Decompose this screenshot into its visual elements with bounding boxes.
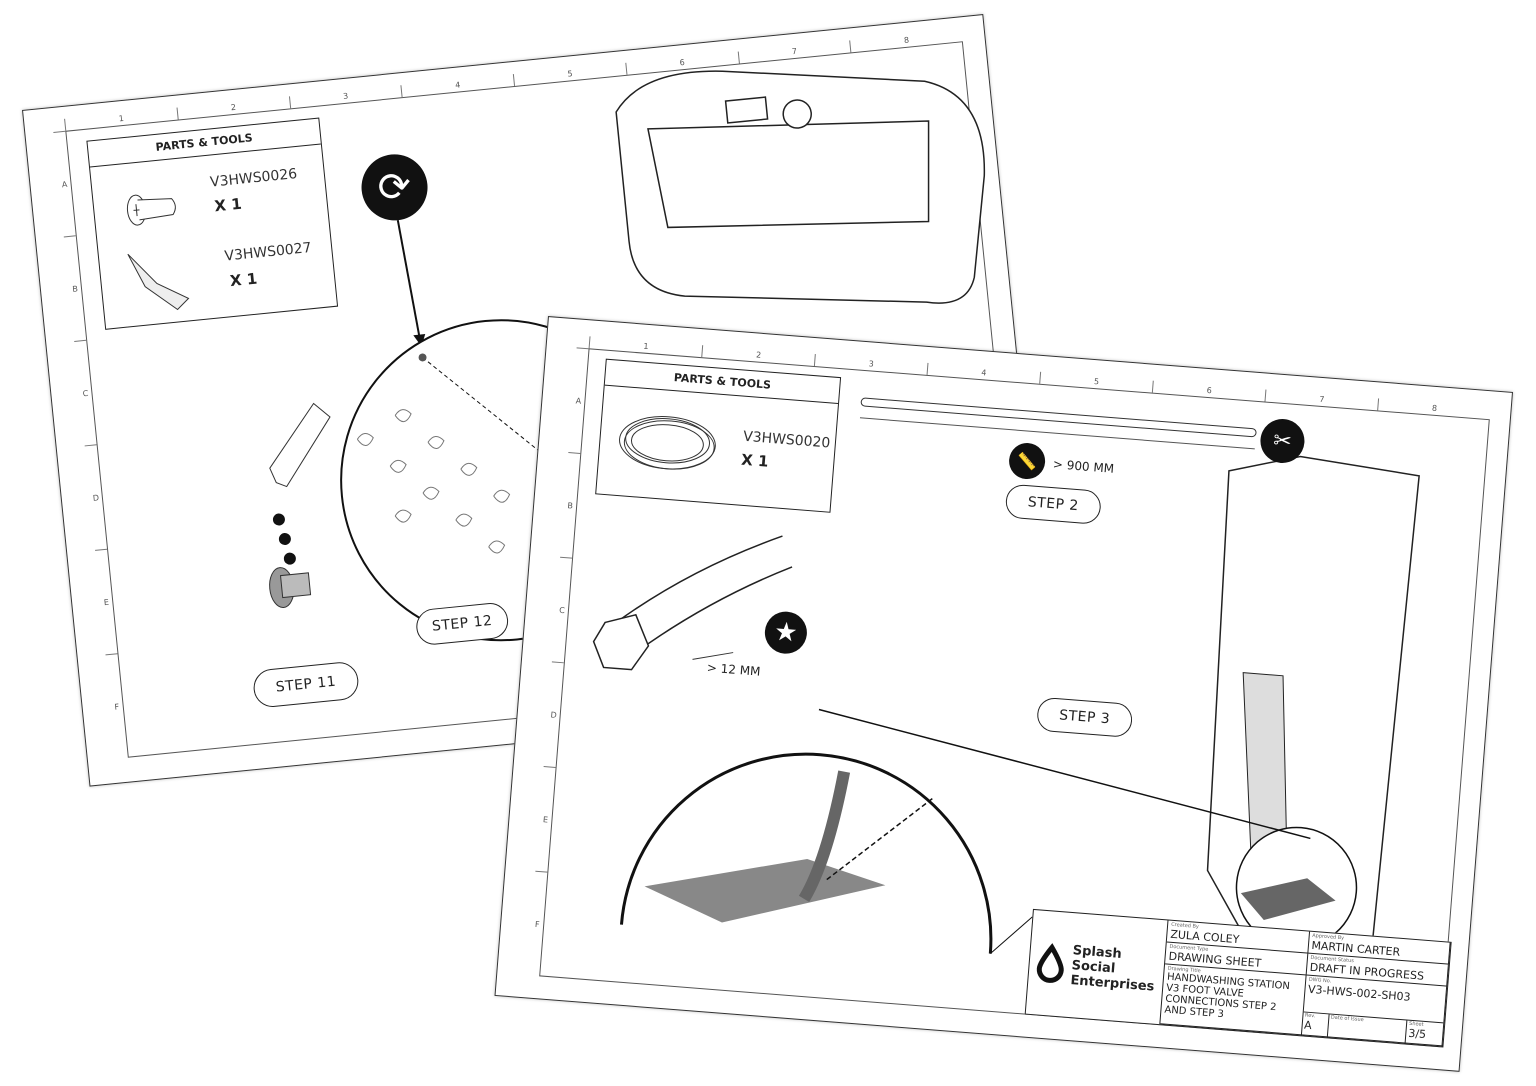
date-of-issue-field: Date of Issue	[1327, 1014, 1408, 1044]
countersunk-screw-icon	[126, 194, 176, 226]
parts-and-tools-box: PARTS & TOOLS V3HWS0026 X 1 V3HWS0027 X …	[86, 117, 339, 330]
revision-field: Rev.A	[1301, 1012, 1330, 1038]
field-value: 3/5	[1407, 1026, 1427, 1042]
threadlocker-tube-icon	[127, 253, 190, 311]
hose-coil-icon	[619, 416, 716, 470]
assembly-illustration	[592, 397, 1420, 955]
water-drop-logo-icon	[1036, 943, 1064, 983]
field-value: A	[1303, 1018, 1313, 1033]
field-value: HANDWASHING STATION V3 FOOT VALVE CONNEC…	[1164, 971, 1291, 1021]
dwg-number-field: DWG No.V3-HWS-002-SH03 Rev.A Date of Iss…	[1301, 975, 1448, 1047]
parts-and-tools-box: PARTS & TOOLS V3HWS0020 X 1	[595, 358, 842, 513]
